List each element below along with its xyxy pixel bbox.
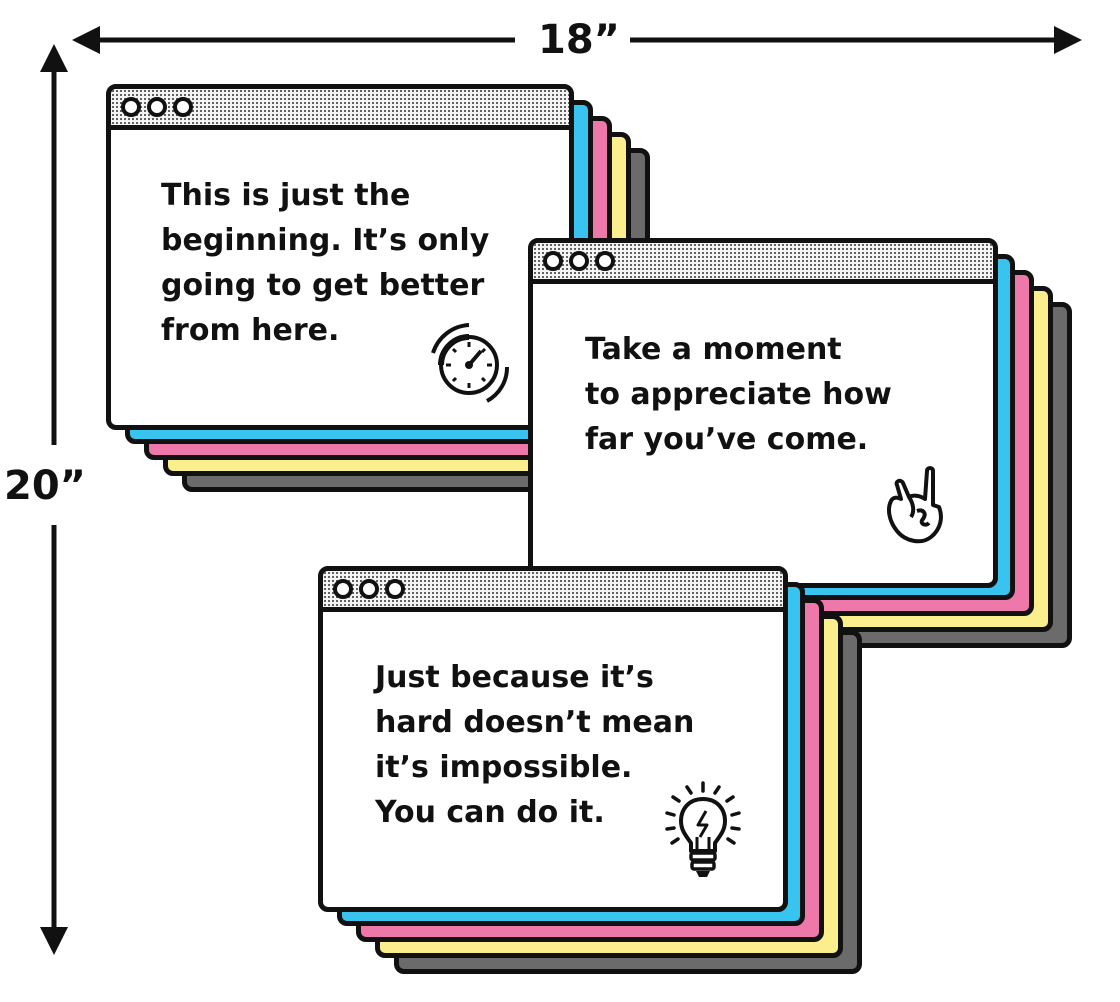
card-window: This is just the beginning. It’s only go… — [106, 84, 574, 430]
window-titlebar — [323, 571, 783, 612]
window-dot-icon — [333, 579, 353, 599]
window-dot-icon — [385, 579, 405, 599]
lightbulb-icon — [665, 781, 741, 877]
card-message: Take a moment to appreciate how far you’… — [585, 332, 892, 457]
window-dot-icon — [569, 251, 589, 271]
rock-on-hand-icon — [887, 466, 943, 544]
window-dot-icon — [121, 97, 141, 117]
window-controls — [333, 579, 405, 599]
card-message: Just because it’s hard doesn’t mean it’s… — [375, 660, 695, 830]
height-label: 20” — [4, 463, 86, 509]
card-window: Just because it’s hard doesn’t mean it’s… — [318, 566, 788, 912]
window-controls — [543, 251, 615, 271]
card-beginning: This is just the beginning. It’s only go… — [106, 84, 656, 494]
window-titlebar — [533, 243, 993, 284]
window-dot-icon — [595, 251, 615, 271]
card-window: Take a moment to appreciate how far you’… — [528, 238, 998, 588]
card-impossible: Just because it’s hard doesn’t mean it’s… — [318, 566, 868, 976]
window-titlebar — [111, 89, 569, 130]
width-label: 18” — [538, 17, 620, 63]
window-dot-icon — [359, 579, 379, 599]
card-moment: Take a moment to appreciate how far you’… — [528, 238, 1078, 648]
stopwatch-icon — [431, 323, 510, 403]
card-message: This is just the beginning. It’s only go… — [161, 178, 490, 348]
window-dot-icon — [147, 97, 167, 117]
window-dot-icon — [173, 97, 193, 117]
window-controls — [121, 97, 193, 117]
window-dot-icon — [543, 251, 563, 271]
